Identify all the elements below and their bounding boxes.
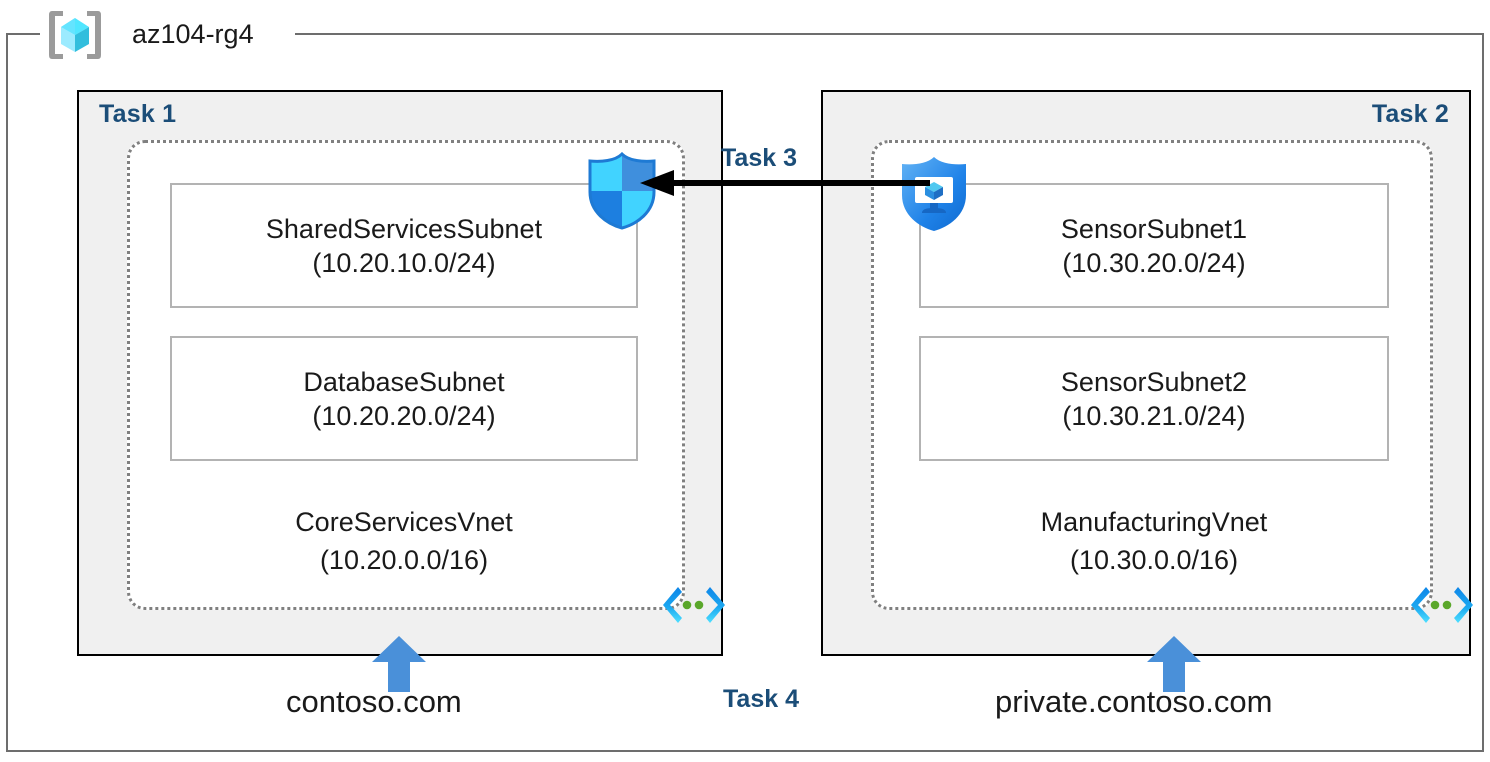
resource-group-border-top-left (6, 33, 40, 35)
task-label-task3: Task 3 (721, 144, 797, 172)
vnet-cidr: (10.20.0.0/16) (319, 545, 489, 575)
subnet-box-sensorsubnet1: SensorSubnet1 (10.30.20.0/24) (919, 183, 1389, 308)
up-arrow-icon (372, 636, 426, 692)
vnet-name: CoreServicesVnet (295, 507, 513, 537)
subnet-cidr: (10.20.10.0/24) (312, 247, 496, 278)
subnet-box-sharedservicessubnet: SharedServicesSubnet (10.20.10.0/24) (170, 183, 638, 308)
task-panel-title-task1: Task 1 (99, 100, 177, 128)
resource-group-border-right (1482, 33, 1484, 752)
vnet-icon (661, 584, 727, 626)
resource-group-border-top-right (295, 33, 1484, 35)
resource-group-border-left (6, 33, 8, 752)
vnet-box-manufacturingvnet: SensorSubnet1 (10.30.20.0/24) SensorSubn… (871, 140, 1473, 623)
peering-arrow-icon (640, 168, 930, 198)
subnet-box-databasesubnet: DatabaseSubnet (10.20.20.0/24) (170, 336, 638, 461)
subnet-cidr: (10.20.20.0/24) (312, 400, 496, 431)
subnet-name: DatabaseSubnet (303, 366, 505, 397)
subnet-cidr: (10.30.20.0/24) (1062, 247, 1246, 278)
subnet-box-sensorsubnet2: SensorSubnet2 (10.30.21.0/24) (919, 336, 1389, 461)
vnet-label-coreservicesvnet: CoreServicesVnet (10.20.0.0/16) (170, 503, 638, 579)
subnet-cidr: (10.30.21.0/24) (1062, 400, 1246, 431)
subnet-name: SensorSubnet2 (1060, 366, 1248, 397)
subnet-name: SharedServicesSubnet (265, 213, 543, 244)
vnet-name: ManufacturingVnet (1040, 507, 1268, 537)
vnet-box-coreservicesvnet: SharedServicesSubnet (10.20.10.0/24) Dat… (127, 140, 725, 623)
task-label-task4: Task 4 (723, 685, 799, 713)
resource-group-label: az104-rg4 (132, 19, 254, 49)
vnet-icon (1409, 584, 1475, 626)
task-panel-title-task2: Task 2 (1371, 100, 1449, 128)
vnet-label-manufacturingvnet: ManufacturingVnet (10.30.0.0/16) (919, 503, 1389, 579)
resource-group-border-bottom (6, 750, 1484, 752)
vnet-cidr: (10.30.0.0/16) (1069, 545, 1239, 575)
dns-zone-label-contoso: contoso.com (286, 684, 462, 719)
up-arrow-icon (1147, 636, 1201, 692)
dns-zone-label-private-contoso: private.contoso.com (995, 684, 1273, 719)
azure-resource-group-icon (46, 8, 104, 62)
subnet-name: SensorSubnet1 (1060, 213, 1248, 244)
